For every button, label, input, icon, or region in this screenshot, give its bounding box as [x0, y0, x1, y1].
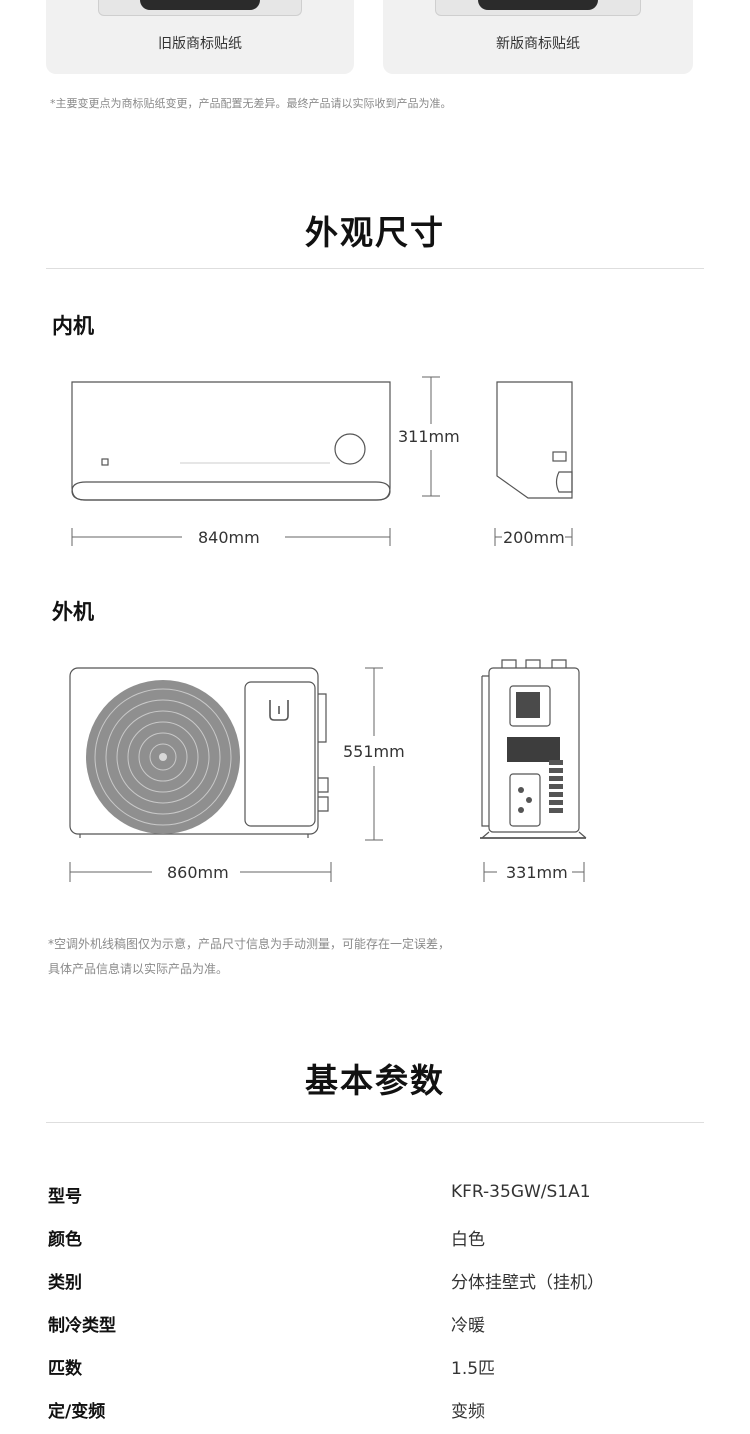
indoor-width-label: 840mm [198, 528, 260, 547]
appearance-note-line2: 具体产品信息请以实际产品为准。 [48, 962, 229, 976]
new-label-caption: 新版商标贴纸 [496, 36, 580, 52]
old-label-card: 旧版商标贴纸 [46, 0, 354, 74]
appearance-title: 外观尺寸 [305, 213, 445, 252]
outdoor-depth-label: 331mm [506, 863, 568, 882]
divider [46, 268, 704, 269]
outdoor-unit-title: 外机 [52, 600, 94, 624]
param-label: 匹数 [48, 1359, 82, 1379]
outdoor-unit-side-drawing [480, 659, 587, 839]
param-value: 1.5匹 [451, 1359, 496, 1379]
param-label: 定/变频 [48, 1402, 106, 1422]
indoor-height-label: 311mm [398, 427, 460, 446]
params-title: 基本参数 [305, 1061, 445, 1100]
outdoor-unit-front-drawing [69, 667, 329, 838]
divider [46, 1122, 704, 1123]
outdoor-height-label: 551mm [343, 742, 405, 761]
param-value: 变频 [451, 1402, 485, 1422]
indoor-unit-title: 内机 [52, 314, 94, 338]
outdoor-unit-image [435, 0, 641, 16]
param-label: 型号 [48, 1187, 82, 1207]
param-value: 冷暖 [451, 1316, 485, 1336]
label-note: *主要变更点为商标贴纸变更，产品配置无差异。最终产品请以实际收到产品为准。 [50, 97, 452, 110]
indoor-unit-side-drawing [496, 381, 573, 499]
new-label-card: 新版商标贴纸 [383, 0, 693, 74]
old-label-caption: 旧版商标贴纸 [158, 36, 242, 52]
param-label: 制冷类型 [48, 1316, 116, 1336]
appearance-note-line1: *空调外机线稿图仅为示意，产品尺寸信息为手动测量，可能存在一定误差， [48, 937, 451, 951]
indoor-depth-label: 200mm [503, 528, 565, 547]
outdoor-unit-fan [86, 680, 240, 834]
param-value: 分体挂壁式（挂机） [451, 1273, 604, 1293]
param-label: 类别 [48, 1273, 82, 1293]
param-value: KFR-35GW/S1A1 [451, 1182, 591, 1202]
param-label: 颜色 [48, 1230, 82, 1250]
param-value: 白色 [451, 1230, 485, 1250]
outdoor-width-label: 860mm [167, 863, 229, 882]
outdoor-unit-image [98, 0, 302, 16]
